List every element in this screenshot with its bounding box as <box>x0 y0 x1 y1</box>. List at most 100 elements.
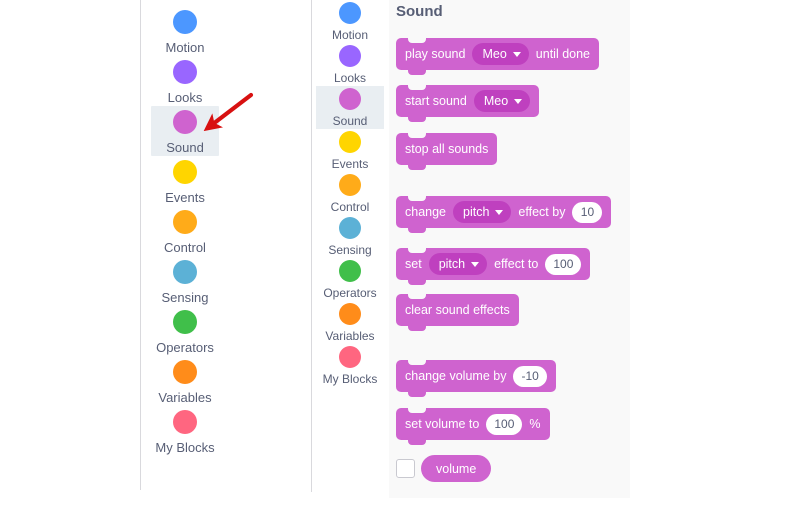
category-label: Control <box>330 200 370 214</box>
category-label: Looks <box>333 71 367 85</box>
category-color-icon <box>173 160 197 184</box>
category-label: Operators <box>323 286 377 300</box>
category-item-variables[interactable]: Variables <box>311 301 389 344</box>
category-color-icon <box>173 60 197 84</box>
number-input[interactable]: 10 <box>572 201 603 223</box>
category-label: Sound <box>166 140 204 155</box>
category-label: Motion <box>331 28 369 42</box>
category-item-my-blocks[interactable]: My Blocks <box>311 344 389 387</box>
category-color-icon <box>339 131 361 153</box>
category-color-icon <box>339 303 361 325</box>
category-color-icon <box>339 217 361 239</box>
category-label: My Blocks <box>322 372 378 386</box>
chevron-down-icon <box>471 261 480 267</box>
block-label: set <box>405 257 422 271</box>
chevron-down-icon <box>512 51 521 57</box>
reporter-volume[interactable]: volume <box>421 455 492 482</box>
category-item-variables[interactable]: Variables <box>140 356 230 406</box>
dropdown-value: pitch <box>463 205 490 219</box>
palette-category-title: Sound <box>396 3 443 20</box>
category-color-icon <box>173 260 197 284</box>
dropdown-field[interactable]: pitch <box>453 201 512 223</box>
number-input[interactable]: 100 <box>545 253 582 275</box>
category-item-sensing[interactable]: Sensing <box>140 256 230 306</box>
dropdown-value: Meo <box>483 94 509 108</box>
category-item-sound[interactable]: Sound <box>316 86 384 129</box>
category-color-icon <box>173 310 197 334</box>
category-item-sensing[interactable]: Sensing <box>311 215 389 258</box>
block-set-effect-to[interactable]: set pitch effect to 100 <box>396 248 591 285</box>
category-item-events[interactable]: Events <box>140 156 230 206</box>
dropdown-field[interactable]: pitch <box>428 253 488 275</box>
block-clear-sound-effects[interactable]: clear sound effects <box>396 294 519 331</box>
category-item-motion[interactable]: Motion <box>140 6 230 56</box>
block-start-sound[interactable]: start sound Meo <box>396 85 540 122</box>
chevron-down-icon <box>514 98 523 104</box>
category-label: Looks <box>167 90 203 105</box>
dropdown-value: Meo <box>482 47 507 61</box>
category-color-icon <box>339 2 361 24</box>
block-label: change volume by <box>405 369 507 383</box>
sidebar-divider-middle <box>311 0 312 492</box>
category-item-looks[interactable]: Looks <box>311 43 389 86</box>
category-color-icon <box>173 210 197 234</box>
block-label: effect by <box>518 205 566 219</box>
category-color-icon <box>339 260 361 282</box>
category-label: Events <box>331 157 369 171</box>
category-color-icon <box>173 410 197 434</box>
block-label: stop all sounds <box>405 142 489 156</box>
category-label: Sensing <box>161 290 209 305</box>
category-item-control[interactable]: Control <box>140 206 230 256</box>
category-item-control[interactable]: Control <box>311 172 389 215</box>
block-change-volume-by[interactable]: change volume by -10 <box>396 360 556 397</box>
number-input[interactable]: 100 <box>486 413 523 435</box>
category-item-operators[interactable]: Operators <box>140 306 230 356</box>
category-item-my-blocks[interactable]: My Blocks <box>140 406 230 456</box>
category-color-icon <box>339 88 361 110</box>
number-input[interactable]: -10 <box>513 365 547 387</box>
category-color-icon <box>339 346 361 368</box>
category-item-operators[interactable]: Operators <box>311 258 389 301</box>
block-label: start sound <box>405 94 467 108</box>
block-label: play sound <box>405 47 466 61</box>
volume-monitor-checkbox[interactable] <box>396 459 415 478</box>
category-label: Variables <box>325 329 375 343</box>
dropdown-field[interactable]: Meo <box>472 43 529 65</box>
category-color-icon <box>173 10 197 34</box>
category-label: Operators <box>156 340 214 355</box>
block-label: clear sound effects <box>405 303 510 317</box>
category-label: Sensing <box>328 243 372 257</box>
block-play-sound-until-done[interactable]: play sound Meo until done <box>396 38 600 75</box>
category-color-icon <box>173 360 197 384</box>
block-label: until done <box>535 47 591 61</box>
block-label: % <box>529 417 541 431</box>
category-label: Sound <box>332 114 368 128</box>
category-item-sound[interactable]: Sound <box>151 106 219 156</box>
block-label: set volume to <box>405 417 480 431</box>
block-stop-all-sounds[interactable]: stop all sounds <box>396 133 498 170</box>
category-item-events[interactable]: Events <box>311 129 389 172</box>
category-label: Events <box>165 190 205 205</box>
category-label: My Blocks <box>155 440 215 455</box>
category-label: Control <box>164 240 206 255</box>
category-color-icon <box>173 110 197 134</box>
dropdown-field[interactable]: Meo <box>473 90 531 112</box>
chevron-down-icon <box>495 209 504 215</box>
category-label: Variables <box>158 390 212 405</box>
dropdown-value: pitch <box>438 257 466 271</box>
sidebar-divider-left <box>140 0 141 490</box>
block-label: effect to <box>494 257 539 271</box>
category-item-motion[interactable]: Motion <box>311 0 389 43</box>
category-label: Motion <box>165 40 205 55</box>
category-item-looks[interactable]: Looks <box>140 56 230 106</box>
category-color-icon <box>339 174 361 196</box>
block-set-volume-to[interactable]: set volume to 100% <box>396 408 550 445</box>
